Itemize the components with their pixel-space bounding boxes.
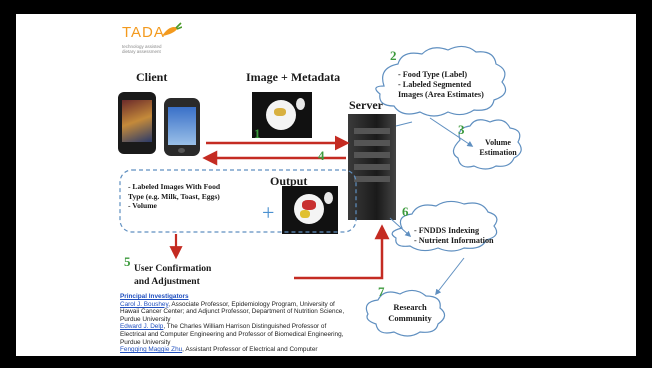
volume-line: Volume bbox=[485, 138, 511, 147]
arrow-to-research bbox=[435, 257, 465, 296]
user-confirmation-text: User Confirmation and Adjustment bbox=[134, 262, 211, 288]
step-6-number: 6 bbox=[402, 204, 409, 219]
user-confirmation-line: User Confirmation bbox=[134, 263, 212, 274]
volume-cloud bbox=[452, 119, 522, 170]
output-box-text: - Labeled Images With Food Type (e.g. Mi… bbox=[128, 182, 220, 211]
step-7-number: 7 bbox=[378, 284, 385, 299]
client-label: Client bbox=[136, 70, 168, 84]
investigator-3-desc: , Assistant Professor of Electrical and … bbox=[182, 346, 318, 354]
investigator-2: Edward J. Delp, The Charles William Harr… bbox=[120, 323, 352, 346]
step-2-number: 2 bbox=[390, 48, 397, 63]
investigator-1-desc: , Associate Professor, Epidemiology Prog… bbox=[120, 300, 345, 323]
user-confirmation-line: and Adjustment bbox=[134, 276, 200, 287]
investigator-1-link[interactable]: Carol J. Boushey bbox=[120, 300, 169, 308]
investigator-3: Fengqing Maggie Zhu, Assistant Professor… bbox=[120, 346, 352, 354]
food-type-line: - Labeled Segmented bbox=[398, 80, 472, 89]
step-1-number: 1 bbox=[254, 126, 261, 141]
output-line: Type (e.g. Milk, Toast, Eggs) bbox=[128, 191, 220, 201]
fndds-text: - FNDDS Indexing - Nutrient Information bbox=[414, 226, 494, 246]
meal-photo bbox=[252, 92, 312, 138]
output-box bbox=[119, 169, 357, 233]
output-label: Output bbox=[270, 174, 308, 188]
investigators-block: Principal Investigators Carol J. Boushey… bbox=[120, 293, 352, 354]
volume-line: Estimation bbox=[479, 148, 517, 157]
logo-text: TADA bbox=[122, 24, 165, 41]
server-tower-image bbox=[348, 114, 396, 220]
slide: TADA technology assisted dietary assessm… bbox=[16, 14, 636, 356]
output-line: - Labeled Images With Food bbox=[128, 182, 221, 191]
connector-server-to-food bbox=[395, 121, 413, 127]
smartphone-image bbox=[118, 92, 156, 154]
food-type-text: - Food Type (Label) - Labeled Segmented … bbox=[398, 70, 484, 100]
investigator-3-link[interactable]: Fengqing Maggie Zhu bbox=[120, 346, 183, 354]
step-3-number: 3 bbox=[458, 122, 465, 137]
investigators-heading[interactable]: Principal Investigators bbox=[120, 293, 189, 300]
volume-text: Volume Estimation bbox=[478, 138, 518, 158]
server-label: Server bbox=[349, 98, 383, 112]
tada-logo: TADA technology assisted dietary assessm… bbox=[122, 22, 212, 64]
fndds-cloud bbox=[391, 200, 498, 252]
carrot-icon bbox=[162, 22, 182, 36]
step-5-number: 5 bbox=[124, 254, 131, 269]
food-type-line: - Food Type (Label) bbox=[398, 70, 468, 79]
iphone-image bbox=[164, 98, 200, 156]
plus-symbol: + bbox=[262, 200, 274, 225]
logo-subtitle: dietary assessment bbox=[122, 49, 161, 54]
food-type-line: Images (Area Estimates) bbox=[398, 90, 484, 99]
food-type-cloud bbox=[375, 45, 507, 117]
diagram-graphics: + bbox=[119, 45, 522, 337]
investigator-1: Carol J. Boushey, Associate Professor, E… bbox=[120, 301, 352, 324]
output-line: - Volume bbox=[128, 201, 157, 211]
arrow-to-server bbox=[294, 224, 390, 280]
fndds-line: - FNDDS Indexing bbox=[414, 226, 480, 235]
fndds-line: - Nutrient Information bbox=[414, 236, 494, 245]
logo-subtitle: technology assisted bbox=[122, 44, 162, 49]
research-line: Community bbox=[388, 313, 432, 323]
research-cloud bbox=[365, 289, 446, 337]
segmented-meal-photo bbox=[282, 186, 338, 234]
arrow-to-fndds bbox=[389, 217, 412, 238]
research-text: Research Community bbox=[382, 302, 438, 324]
research-line: Research bbox=[393, 302, 427, 312]
arrow-to-volume bbox=[429, 117, 474, 147]
investigator-2-link[interactable]: Edward J. Delp bbox=[120, 323, 164, 331]
investigator-2-desc: , The Charles William Harrison Distingui… bbox=[120, 323, 344, 346]
image-metadata-label: Image + Metadata bbox=[246, 70, 341, 84]
step-4-number: 4 bbox=[318, 148, 325, 163]
